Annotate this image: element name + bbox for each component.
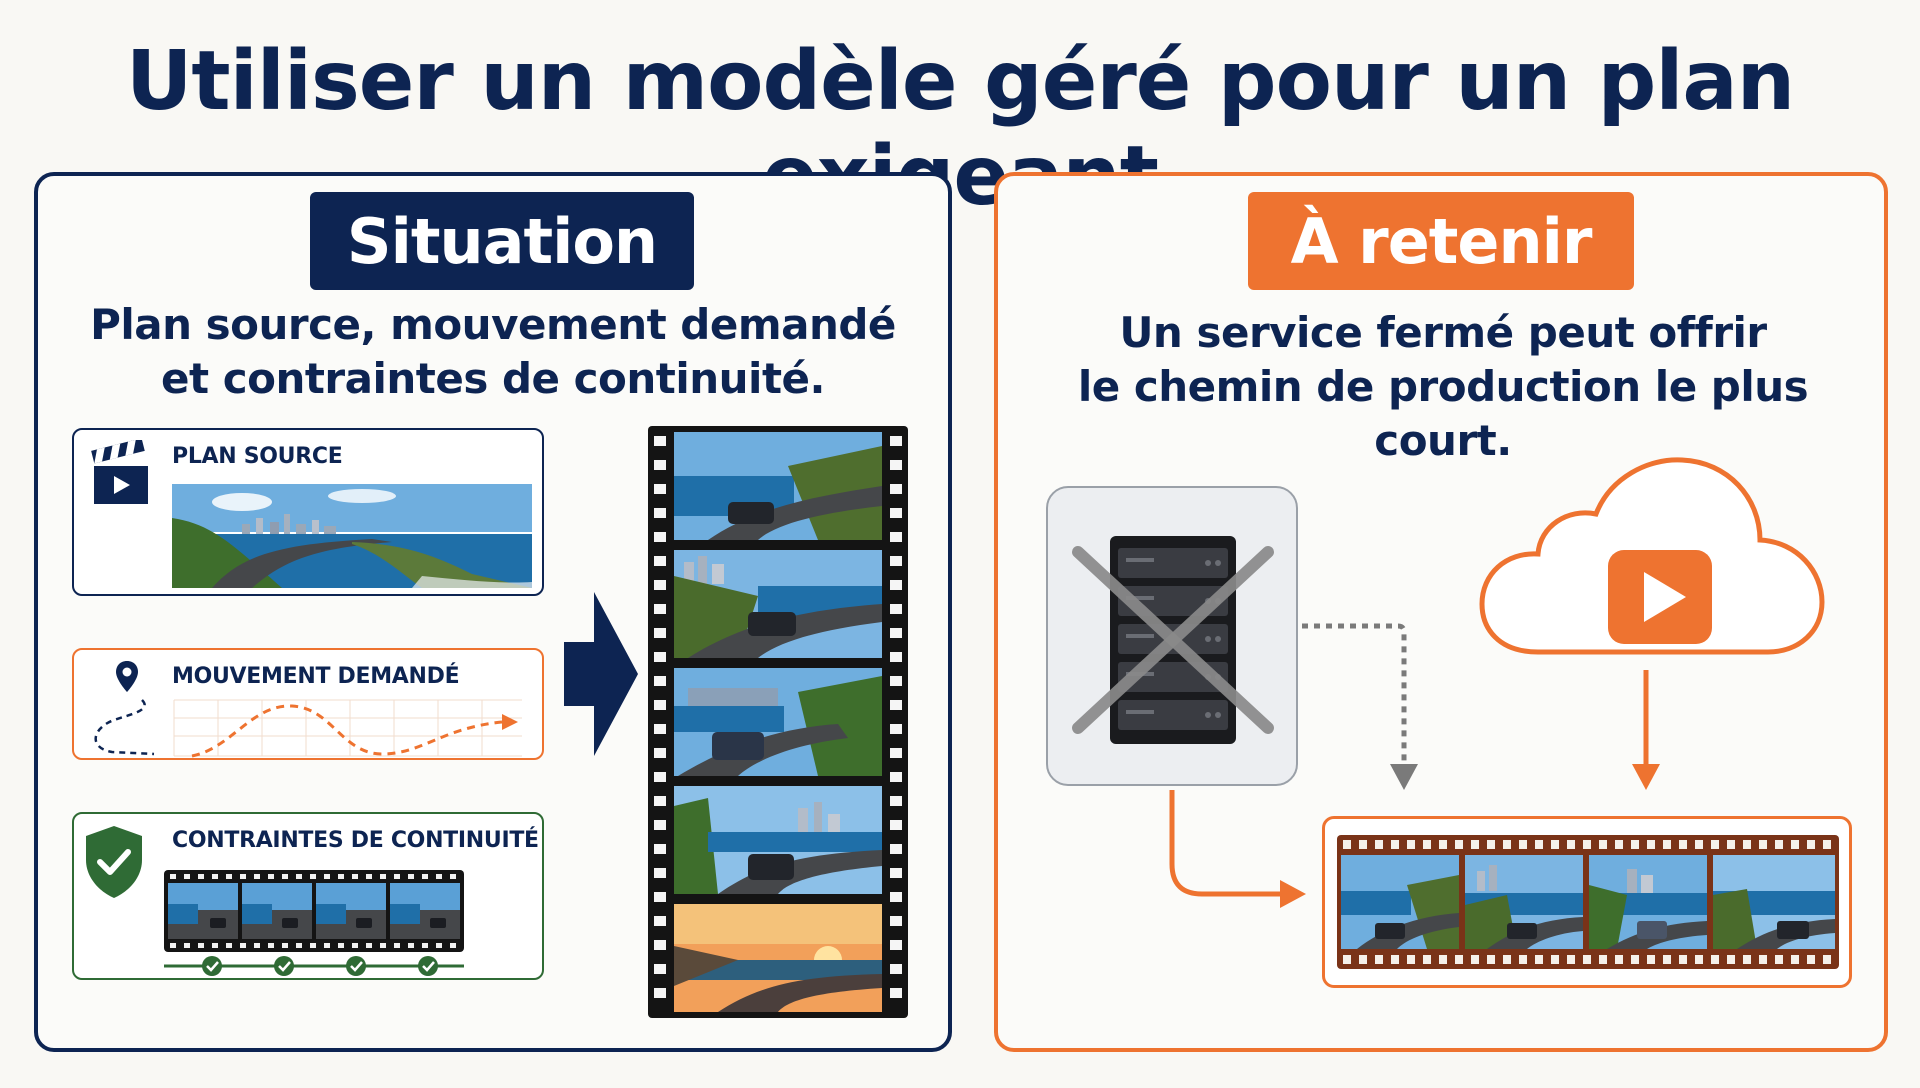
situation-tag: Situation: [310, 192, 694, 290]
continuity-card-label: CONTRAINTES DE CONTINUITÉ: [172, 828, 539, 853]
motion-card-label: MOUVEMENT DEMANDÉ: [172, 664, 460, 689]
server-crossed-icon: [1046, 486, 1298, 786]
situation-subtitle-line1: Plan source, mouvement demandé: [90, 300, 896, 349]
source-card: PLAN SOURCE: [72, 428, 544, 596]
output-filmstrip: [648, 426, 908, 1018]
checkmark-icon: [202, 956, 222, 976]
continuity-filmstrip: [164, 870, 464, 952]
takeaway-subtitle-line2: le chemin de production le plus court.: [1077, 362, 1809, 465]
checkmark-icon: [418, 956, 438, 976]
situation-panel: Situation Plan source, mouvement demandé…: [34, 172, 952, 1052]
arrow-right-icon: [564, 592, 638, 756]
location-pin-icon: [114, 660, 140, 694]
clapperboard-icon: [90, 438, 150, 510]
shield-check-icon: [82, 824, 146, 900]
motion-path-graph: [82, 698, 538, 758]
situation-subtitle-line2: et contraintes de continuité.: [161, 354, 825, 403]
situation-subtitle: Plan source, mouvement demandé et contra…: [78, 298, 908, 406]
continuity-check-track: [164, 954, 464, 978]
source-photo: [172, 484, 532, 588]
takeaway-tag: À retenir: [1248, 192, 1634, 290]
checkmark-icon: [346, 956, 366, 976]
takeaway-panel: À retenir Un service fermé peut offrir l…: [994, 172, 1888, 1052]
source-card-label: PLAN SOURCE: [172, 444, 343, 469]
cloud-play-icon: [1478, 456, 1826, 666]
checkmark-icon: [274, 956, 294, 976]
takeaway-subtitle: Un service fermé peut offrir le chemin d…: [1028, 306, 1858, 468]
takeaway-subtitle-line1: Un service fermé peut offrir: [1119, 308, 1767, 357]
output-film-frame: [1322, 816, 1852, 988]
output-horizontal-filmstrip: [1337, 835, 1839, 969]
continuity-card: CONTRAINTES DE CONTINUITÉ: [72, 812, 544, 980]
motion-card: MOUVEMENT DEMANDÉ: [72, 648, 544, 760]
